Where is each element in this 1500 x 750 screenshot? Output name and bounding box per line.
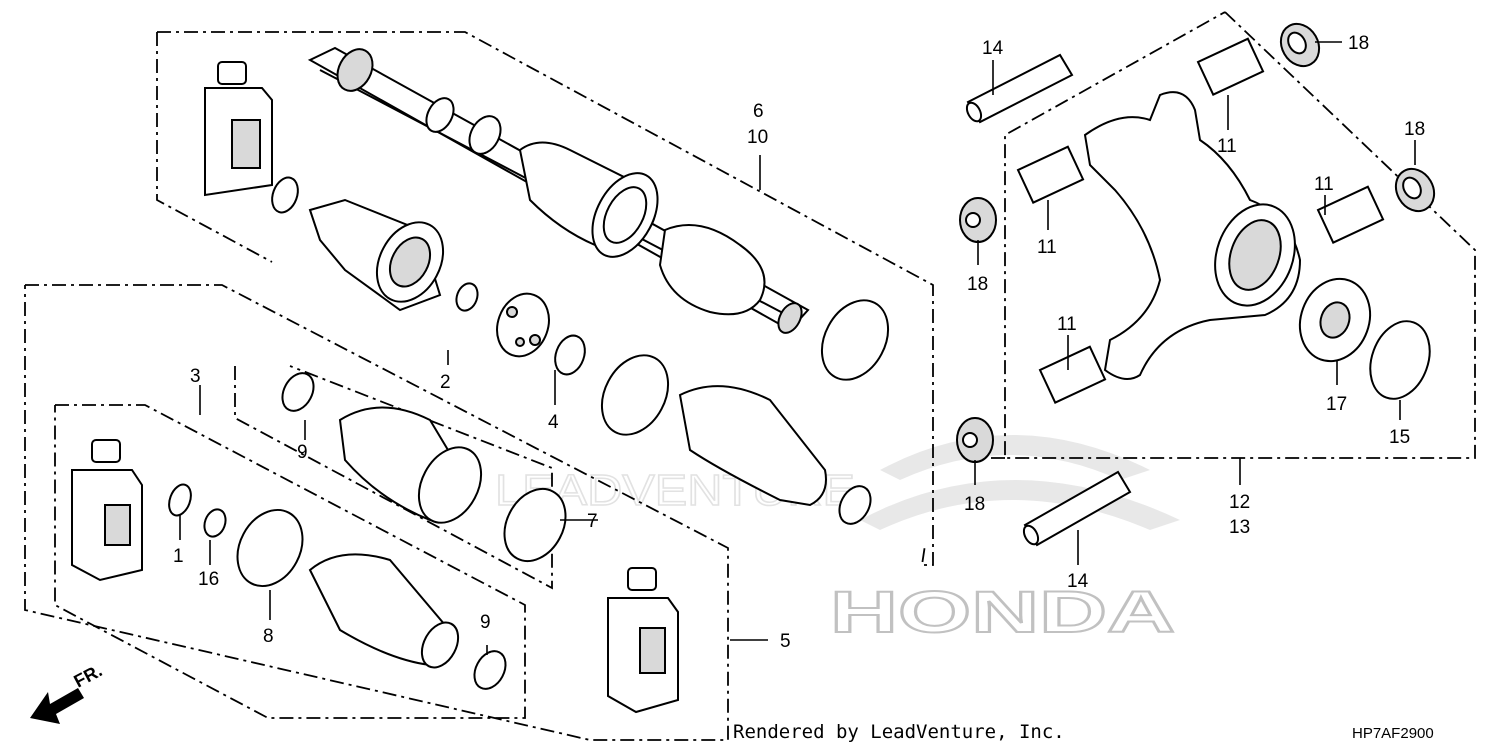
inner-joint-housing <box>308 198 445 312</box>
inner-boot-middle <box>338 406 483 524</box>
inner-boot-upper <box>678 385 827 507</box>
bushings-11 <box>1016 37 1385 404</box>
front-direction-label: FR. <box>70 660 105 691</box>
bearing-cage <box>496 292 550 358</box>
callout-18-right: 18 <box>1404 119 1425 140</box>
collar-14-upper <box>965 53 1074 124</box>
outer-boot-lower <box>308 553 460 669</box>
callout-18-top: 18 <box>1348 33 1369 54</box>
grease-bottle-2 <box>71 439 143 582</box>
callout-11-top: 11 <box>1217 136 1237 157</box>
callout-16: 16 <box>198 569 219 590</box>
grease-bottle-1 <box>204 61 273 197</box>
callout-10: 10 <box>747 127 768 148</box>
callout-11-left: 11 <box>1037 237 1057 258</box>
collar-14-lower <box>1022 470 1132 547</box>
callout-2: 2 <box>440 372 451 393</box>
callout-1: 1 <box>173 546 184 567</box>
callout-15: 15 <box>1389 427 1410 448</box>
callout-8: 8 <box>263 626 274 647</box>
rendered-by-text: Rendered by LeadVenture, Inc. <box>733 721 1065 743</box>
seals <box>956 22 1436 463</box>
honda-watermark: HONDA <box>829 435 1180 646</box>
front-direction-arrow: FR. <box>30 660 105 724</box>
callout-13: 13 <box>1229 517 1250 538</box>
callout-5: 5 <box>780 631 791 652</box>
callout-14-upper: 14 <box>982 38 1004 59</box>
cv-joint-outer <box>658 224 803 334</box>
outer-boot-upper <box>518 141 659 258</box>
callout-9-upper: 9 <box>297 442 308 463</box>
grease-bottle-3 <box>607 567 679 714</box>
boot-bands <box>236 299 890 690</box>
bearing-17 <box>1298 277 1372 363</box>
callout-numbers: 6 10 2 4 3 9 7 1 16 8 9 5 14 18 11 18 11… <box>173 33 1425 652</box>
diagram-code: HP7AF2900 <box>1352 725 1434 742</box>
callout-11-right: 11 <box>1314 174 1334 195</box>
callout-4: 4 <box>548 412 559 433</box>
rear-knuckle <box>1083 91 1302 380</box>
honda-watermark-text: HONDA <box>830 580 1175 645</box>
callout-11-lower: 11 <box>1057 314 1077 335</box>
callout-14-lower: 14 <box>1067 571 1089 592</box>
callout-18-left: 18 <box>967 274 988 295</box>
callout-17: 17 <box>1326 394 1347 415</box>
callout-3: 3 <box>190 366 201 387</box>
callout-6: 6 <box>753 101 764 122</box>
callout-9-lower: 9 <box>480 612 491 633</box>
group-frames <box>24 11 1476 741</box>
callout-18-lower: 18 <box>964 494 985 515</box>
leader-lines <box>179 41 1416 655</box>
circlip-15 <box>1369 320 1431 400</box>
callout-7: 7 <box>587 511 598 532</box>
snap-rings <box>168 176 586 538</box>
callout-12: 12 <box>1229 492 1250 513</box>
